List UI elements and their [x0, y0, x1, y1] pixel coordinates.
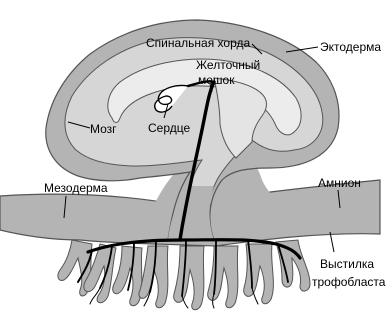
label-brain: Мозг	[90, 122, 117, 136]
label-yolk-line2: мешок	[198, 73, 235, 87]
label-yolk-line1: Желточный	[196, 58, 260, 72]
label-chord: Спинальная хорда	[146, 36, 250, 50]
label-ectoderm: Эктодерма	[320, 40, 381, 54]
label-amnion: Амнион	[318, 176, 361, 190]
label-mesoderm: Мезодерма	[44, 181, 108, 195]
label-heart: Сердце	[148, 121, 190, 135]
label-troph-line2: трофобласта	[312, 275, 386, 289]
label-troph-line1: Выстилка	[320, 257, 374, 271]
